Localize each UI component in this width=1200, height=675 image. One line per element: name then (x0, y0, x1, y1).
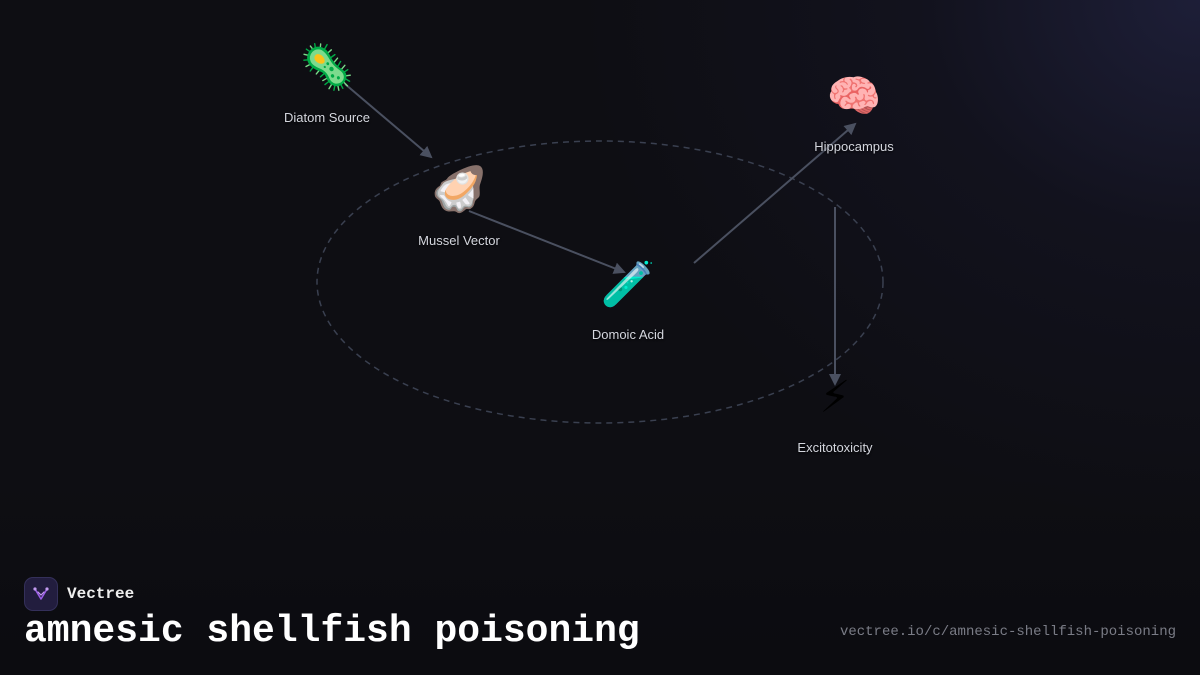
page-title: amnesic shellfish poisoning (24, 610, 640, 653)
page-url[interactable]: vectree.io/c/amnesic-shellfish-poisoning (839, 624, 1176, 640)
microbe-icon: 🦠 (299, 42, 355, 93)
node-label: Mussel Vector (418, 233, 500, 248)
edge-mussel-to-domoic (468, 210, 626, 274)
test-tube-icon: 🧪 (600, 259, 656, 310)
edge-diatom-to-mussel (344, 83, 433, 159)
node-label: Diatom Source (284, 110, 370, 125)
oyster-icon: 🦪 (431, 164, 487, 215)
node-label: Excitotoxicity (797, 440, 873, 455)
brand-name: Vectree (67, 585, 135, 603)
node-label: Hippocampus (814, 139, 894, 154)
brain-icon: 🧠 (826, 71, 882, 122)
vectree-logo-icon (24, 577, 58, 611)
brand[interactable]: Vectree (24, 577, 134, 611)
edge-domoic-to-hippocampus (693, 122, 857, 264)
node-label: Domoic Acid (591, 327, 665, 342)
edges-layer (344, 83, 857, 386)
cycle-ring (316, 140, 884, 424)
lightning-icon: ⚡ (819, 372, 851, 423)
